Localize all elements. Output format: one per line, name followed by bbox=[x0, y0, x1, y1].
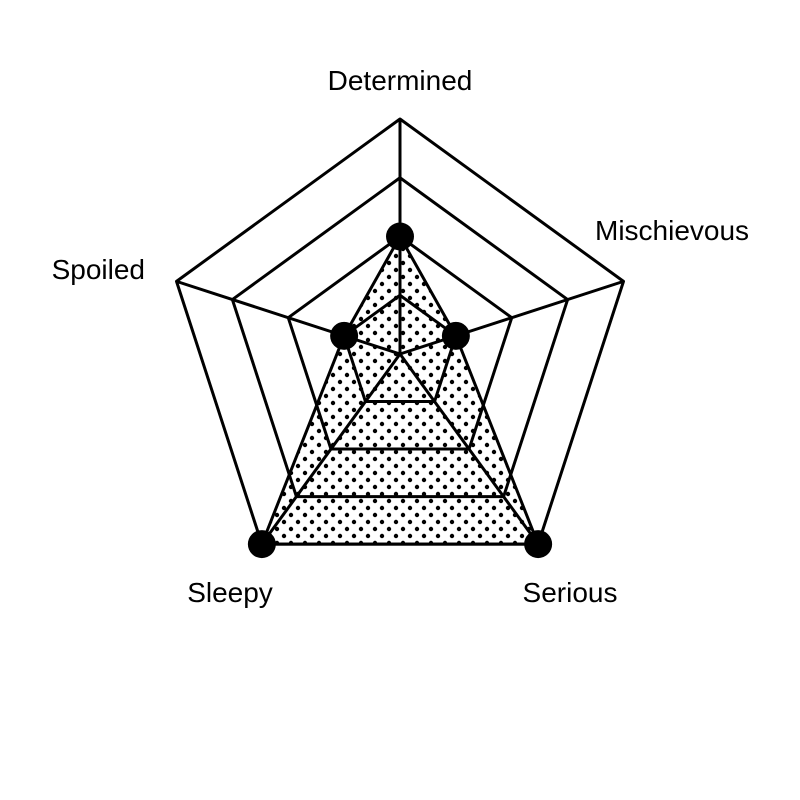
data-point bbox=[524, 530, 553, 559]
axis-label-serious: Serious bbox=[523, 577, 618, 608]
axis-label-determined: Determined bbox=[328, 65, 473, 96]
data-point bbox=[247, 530, 276, 559]
data-point bbox=[330, 321, 359, 350]
axis-label-mischievous: Mischievous bbox=[595, 215, 749, 246]
series-area bbox=[260, 235, 540, 546]
axis-label-sleepy: Sleepy bbox=[187, 577, 273, 608]
radar-data bbox=[247, 222, 553, 559]
data-point bbox=[441, 321, 470, 350]
data-point bbox=[386, 222, 414, 251]
axis-label-spoiled: Spoiled bbox=[52, 254, 145, 285]
